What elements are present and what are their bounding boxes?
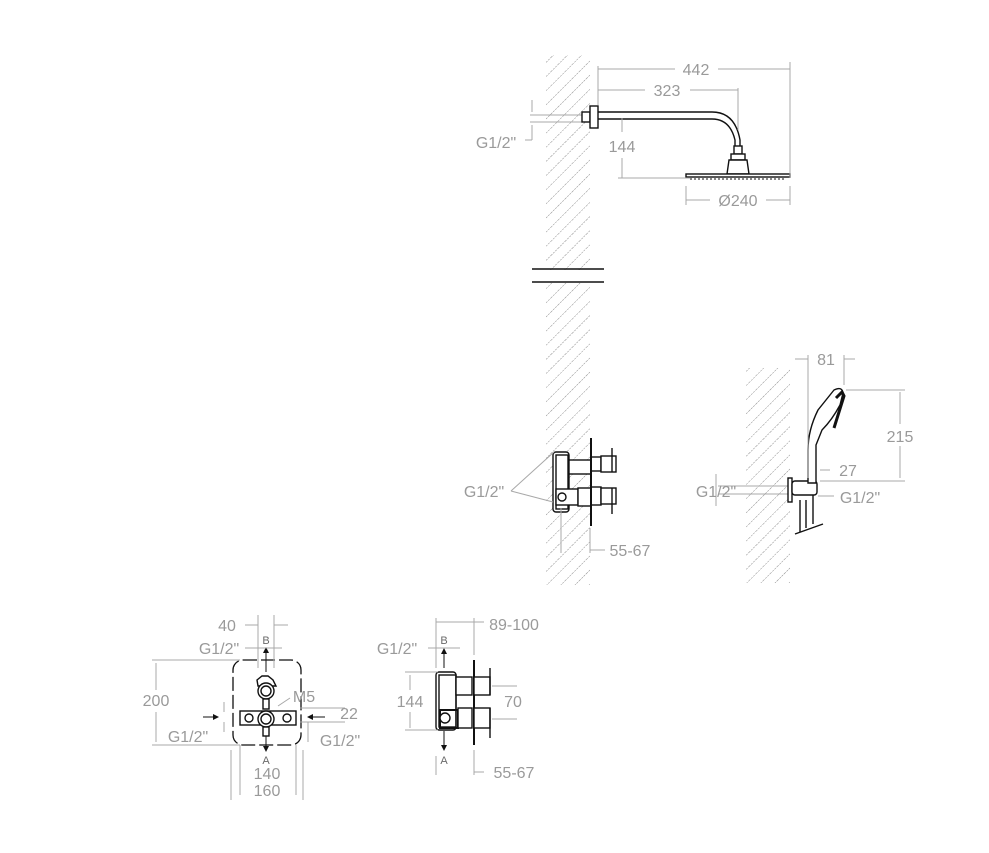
dim-handle-spacing: 70 [504,694,522,711]
overhead-shower-view: 442 323 144 Ø240 G1/2" [476,62,791,210]
main-wall [532,55,604,585]
hand-shower-view: 81 215 27 G1/2" G1/2" [696,352,914,583]
dim-head-diameter: Ø240 [718,193,757,210]
profile-inlet-arrow-icon [441,745,447,751]
dim-drop: 144 [609,139,636,156]
dim-hand-height: 215 [887,429,914,446]
valve-side-view: G1/2" 55-67 [464,438,651,560]
head-swivel [726,159,750,175]
right-inlet-arrow-icon [307,714,313,720]
profile-handle-upper [473,676,491,696]
dim-total-projection: 442 [683,62,710,79]
valve-front-view: B A 40 G1/2" 200 M5 22 G1/2" [143,615,360,800]
dim-hand-hose-thread: G1/2" [840,490,880,507]
dim-outer-width: 160 [254,783,281,800]
profile-label-outlet-b: B [440,635,447,647]
dim-valve-depth: 55-67 [610,543,651,560]
dim-inlet-thread: G1/2" [476,135,516,152]
handle-lower [600,487,617,505]
inlet-arrow-icon [263,746,269,752]
dim-hand-offset: 27 [839,463,857,480]
hand-shower-handset [807,387,844,484]
wall-bracket [791,480,818,496]
profile-outlet-arrow-icon [441,648,447,654]
dim-profile-height: 144 [397,694,424,711]
dim-profile-outlet-thread: G1/2" [377,641,417,658]
dim-inner-width: 140 [254,766,281,783]
wall-hatch-lower [546,283,590,585]
valve-front-cutout [232,659,302,746]
valve-profile-port [439,712,451,724]
dim-profile-depth-top: 89-100 [489,617,539,634]
dim-top-offset: 40 [218,618,236,635]
dim-hand-wall-thread: G1/2" [696,484,736,501]
label-inlet-a: A [262,755,270,767]
dim-left-inlet-thread: G1/2" [168,729,208,746]
dim-mount-screw: M5 [293,689,315,706]
dim-valve-thread: G1/2" [464,484,504,501]
dim-profile-depth-bottom: 55-67 [494,765,535,782]
valve-profile-view: B A 89-100 G1/2" 144 70 55-67 [377,617,539,782]
dim-outlet-thread: G1/2" [199,641,239,658]
profile-label-inlet-a: A [440,755,448,767]
wall-hatch-upper [546,55,590,270]
label-outlet-b: B [262,635,269,647]
dim-right-inlet-thread: G1/2" [320,733,360,750]
outlet-arrow-icon [263,647,269,653]
handle-upper [600,455,617,473]
dim-arm-projection: 323 [654,83,681,100]
left-inlet-arrow-icon [213,714,219,720]
arm-connector [733,145,743,155]
wall-nipple [581,111,591,123]
shower-arm [598,111,741,146]
shower-head [685,173,791,178]
wall-flange [589,105,599,129]
dim-hand-width: 81 [817,352,835,369]
dim-valve-height: 200 [143,693,170,710]
dim-inlet-offset: 22 [340,706,358,723]
hand-shower-wall-hatch [746,368,790,583]
profile-handle-lower [473,707,491,729]
